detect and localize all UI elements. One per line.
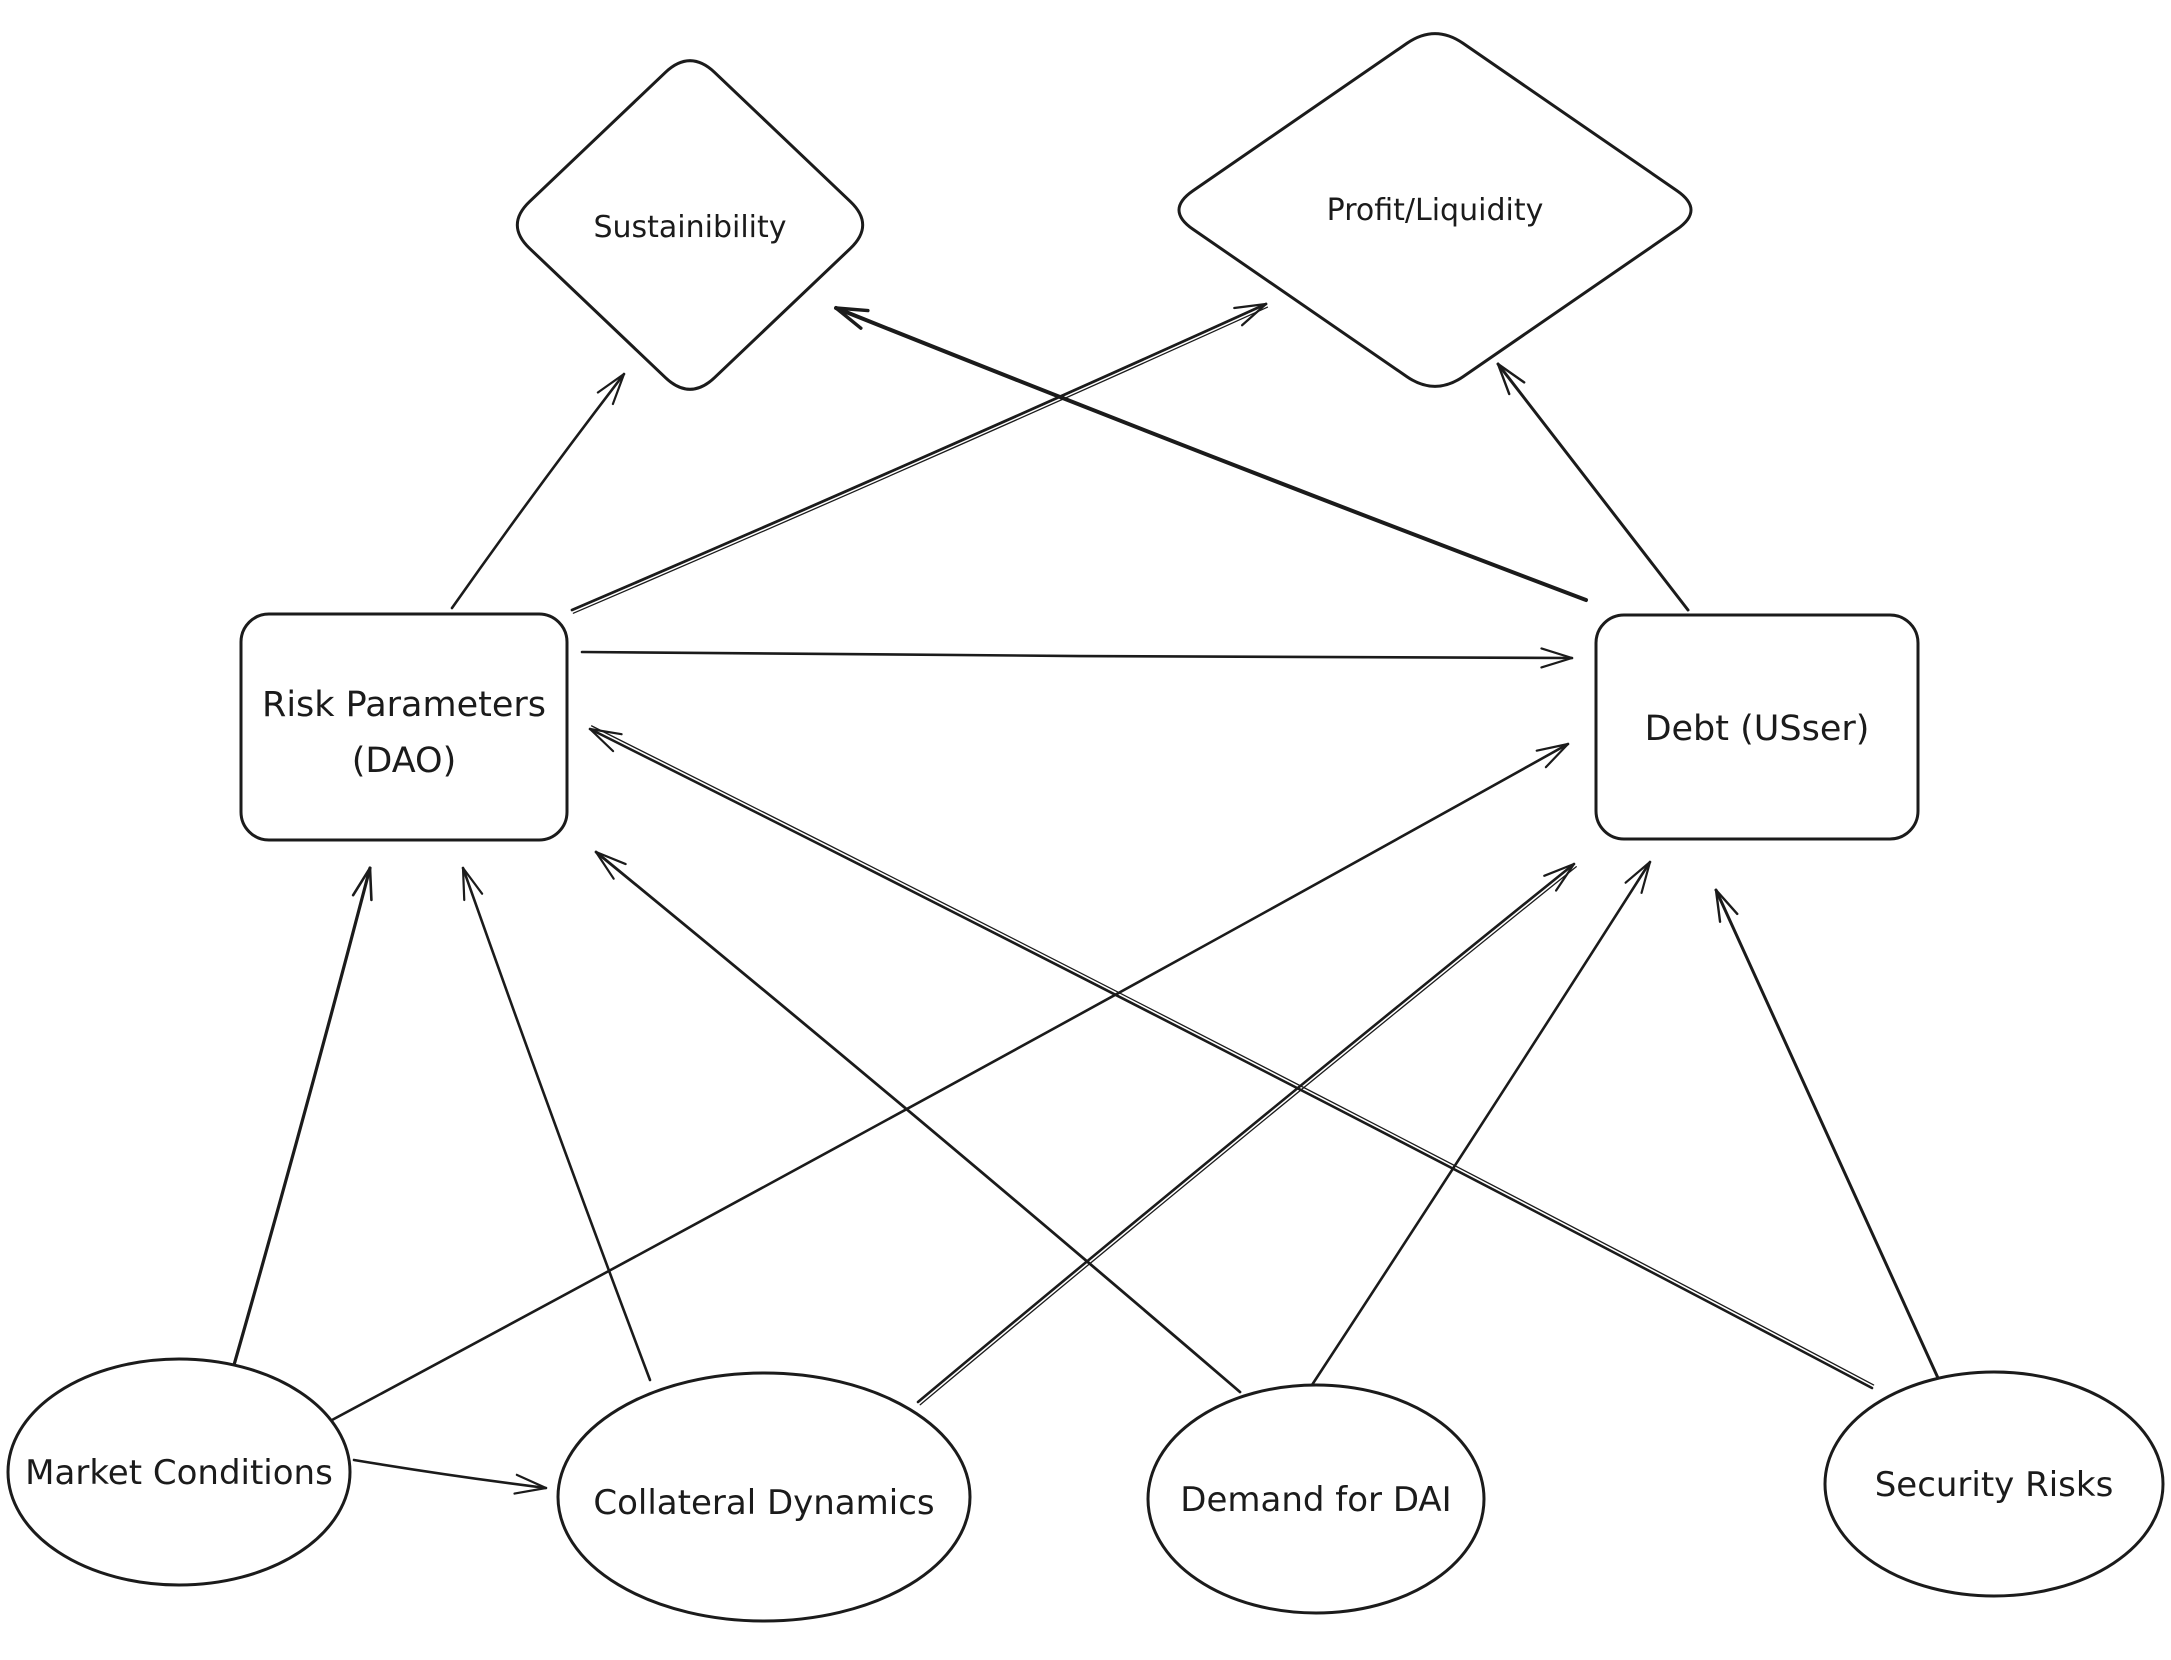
security-risks-label: Security Risks (1875, 1465, 2114, 1505)
arrowhead-barb (515, 1473, 548, 1490)
edge-collateral-dynamics-to-debt (916, 862, 1577, 1406)
node-security-risks: Security Risks (1823, 1370, 2165, 1598)
edge-debt-to-sustainability (834, 306, 1588, 602)
arrowhead-barb (1540, 647, 1574, 660)
arrowhead-barb (1640, 860, 1652, 894)
arrow-shaft (570, 302, 1268, 612)
collateral-dynamics-ellipse-shape (556, 1371, 972, 1623)
arrowhead-barb (1535, 742, 1570, 752)
arrowhead-barb (1714, 888, 1739, 916)
arrow-shaft (916, 862, 1576, 1404)
arrowhead-barb (834, 306, 870, 313)
node-demand-for-dai: Demand for DAI (1146, 1383, 1486, 1615)
arrowhead-barb (368, 866, 373, 902)
arrowhead-barb (351, 866, 372, 897)
collateral-dynamics-label: Collateral Dynamics (593, 1483, 934, 1523)
arrow-shaft (1308, 860, 1652, 1390)
profit-liquidity-label: Profit/Liquidity (1327, 193, 1544, 228)
arrowhead-barb (1540, 656, 1574, 669)
node-risk-parameters: Risk Parameters (DAO) (239, 612, 569, 842)
node-debt: Debt (USser) (1594, 613, 1920, 841)
edge-market-conditions-to-risk-parameters (230, 866, 373, 1374)
arrowhead-barb (1496, 362, 1511, 396)
arrow-shaft-retrace (572, 306, 1269, 614)
arrow-shaft (461, 866, 652, 1382)
arrow-shaft (352, 1458, 548, 1490)
node-profit-liquidity: Profit/Liquidity (1177, 32, 1693, 388)
arrowhead-barb (1555, 862, 1576, 892)
edge-security-risks-to-risk-parameters (588, 725, 1875, 1390)
arrowhead-barb (588, 727, 615, 753)
demand-for-dai-label: Demand for DAI (1180, 1480, 1451, 1520)
arrowhead-barb (1624, 860, 1652, 884)
arrowhead-barb (1240, 302, 1268, 327)
node-market-conditions: Market Conditions (6, 1357, 352, 1587)
arrow-shaft (594, 850, 1242, 1394)
market-conditions-ellipse-shape (6, 1357, 352, 1587)
arrow-shaft (588, 727, 1874, 1390)
arrowhead-barb (1233, 302, 1268, 310)
debt-rect-shape (1594, 613, 1920, 841)
debt-label: Debt (USser) (1645, 709, 1870, 749)
arrowhead-barb (594, 850, 615, 880)
market-conditions-label: Market Conditions (25, 1453, 333, 1493)
arrowhead-barb (1496, 362, 1526, 384)
arrowhead-barb (1544, 742, 1570, 769)
arrow-shaft (1714, 888, 1940, 1380)
security-risks-ellipse-shape (1823, 1370, 2165, 1598)
arrow-shaft (450, 372, 626, 610)
demand-for-dai-ellipse-shape (1146, 1383, 1486, 1615)
arrowhead-barb (513, 1486, 548, 1495)
edge-market-conditions-to-collateral-dynamics (352, 1458, 548, 1495)
profit-liquidity-diamond-shape (1177, 32, 1693, 388)
sustainability-label: Sustainibility (593, 210, 786, 245)
sustainability-diamond-shape (515, 59, 865, 391)
edge-security-risks-to-debt (1714, 888, 1940, 1380)
edge-risk-parameters-to-sustainability (450, 372, 626, 610)
arrowhead-barb (611, 372, 626, 406)
arrow-shaft (580, 650, 1574, 660)
arrow-shaft-retrace (919, 866, 1577, 1406)
edge-collateral-dynamics-to-risk-parameters (461, 866, 652, 1382)
edge-market-conditions-to-debt (330, 742, 1570, 1422)
edge-demand-for-dai-to-risk-parameters (594, 850, 1242, 1394)
node-sustainability: Sustainibility (515, 59, 865, 391)
arrow-shaft (330, 742, 1570, 1422)
edge-risk-parameters-to-debt (580, 647, 1574, 669)
edge-risk-parameters-to-profit-liquidity (570, 302, 1269, 614)
risk-parameters-rect-shape (239, 612, 569, 842)
arrowhead-barb (834, 306, 863, 330)
arrowhead-barb (461, 866, 466, 902)
risk-parameters-sublabel: (DAO) (352, 741, 457, 781)
arrowhead-barb (594, 850, 627, 866)
arrow-shaft (834, 306, 1588, 602)
arrowhead-barb (588, 727, 623, 736)
edge-demand-for-dai-to-debt (1308, 860, 1652, 1390)
arrowhead-barb (1543, 862, 1576, 877)
arrowhead-barb (1714, 888, 1722, 923)
edge-debt-to-profit-liquidity (1496, 362, 1690, 612)
arrow-shaft (230, 866, 372, 1374)
node-collateral-dynamics: Collateral Dynamics (556, 1371, 972, 1623)
arrowhead-barb (596, 372, 626, 394)
risk-parameters-label: Risk Parameters (262, 685, 546, 725)
arrowhead-barb (461, 866, 484, 895)
arrow-shaft-retrace (590, 725, 1875, 1386)
arrow-shaft (1496, 362, 1690, 612)
